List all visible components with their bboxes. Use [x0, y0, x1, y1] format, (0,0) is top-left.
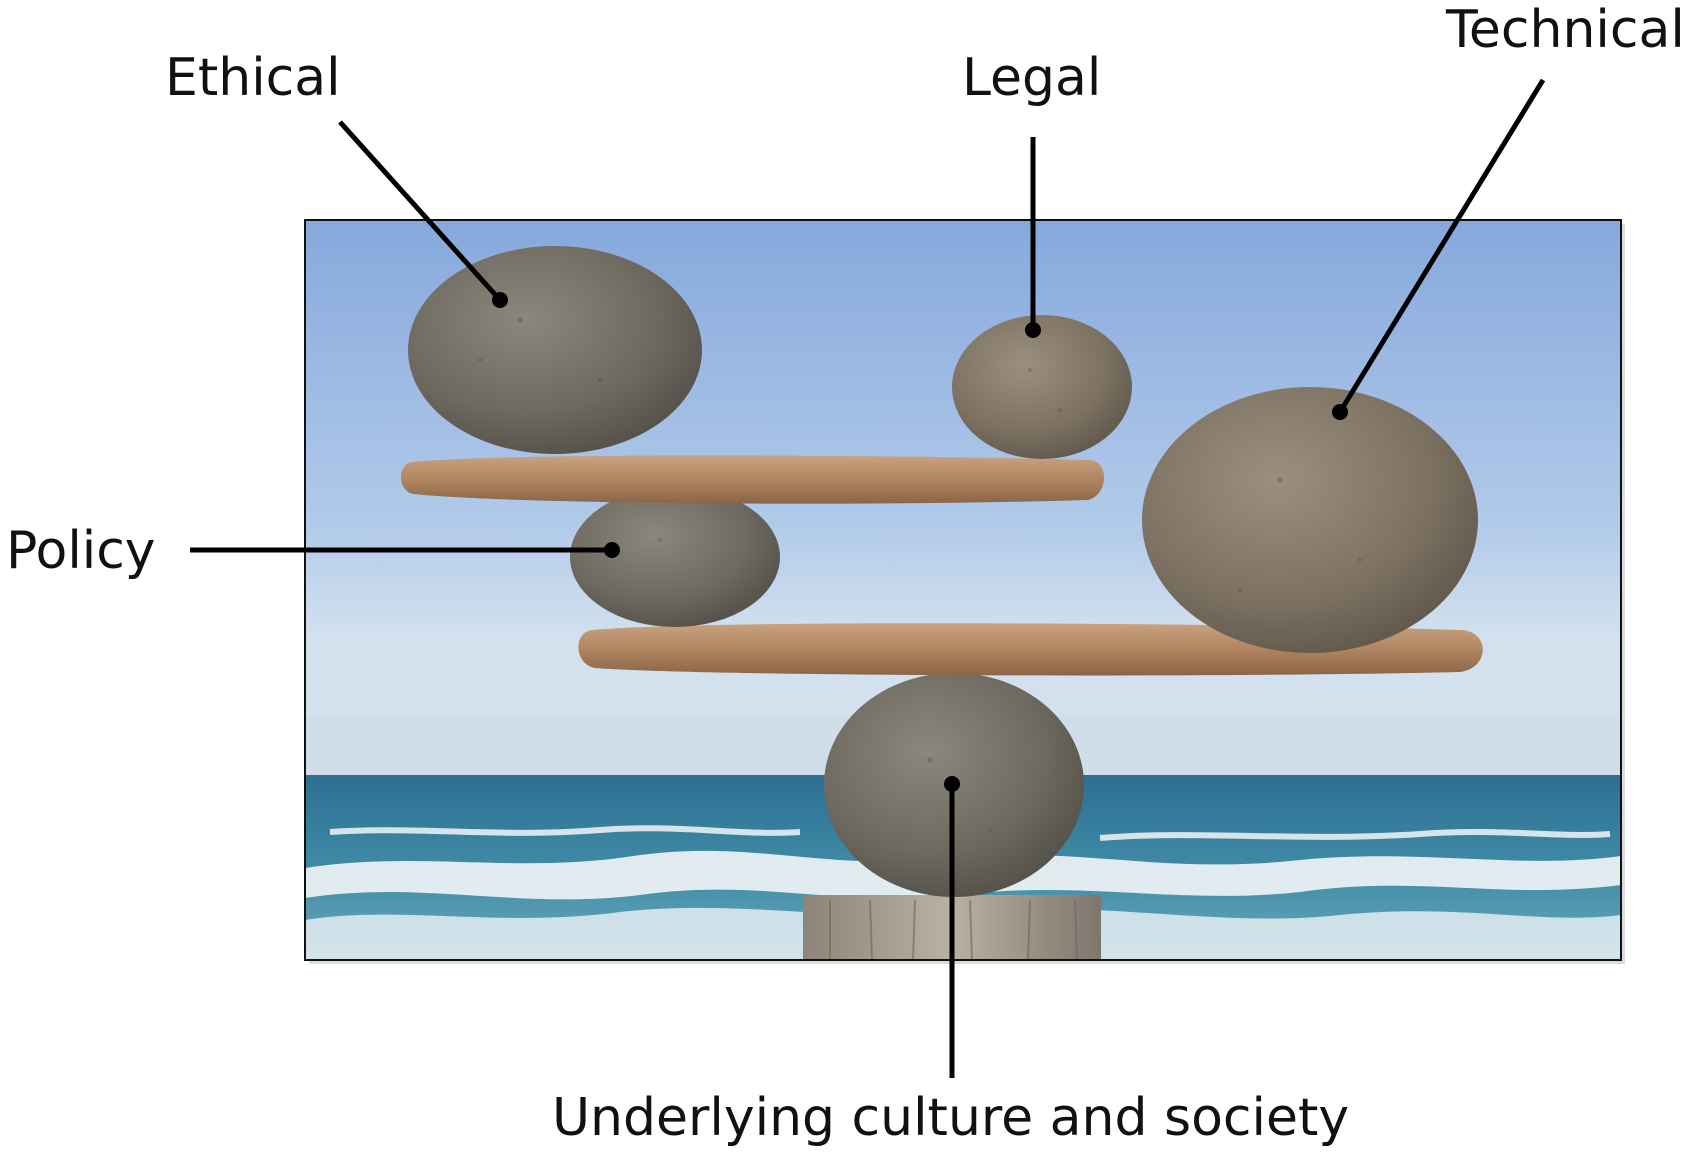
balance-photo	[304, 219, 1625, 964]
ethical-stone	[408, 246, 702, 454]
technical-leader-dot	[1332, 404, 1348, 420]
leader-lines	[190, 78, 1546, 1078]
photo-frame	[304, 219, 1622, 961]
technical-label: Technical	[1446, 0, 1685, 60]
ethical-label: Ethical	[165, 48, 341, 108]
legal-stone	[952, 315, 1132, 459]
upper-driftwood	[400, 455, 1105, 504]
policy-label: Policy	[6, 521, 156, 581]
ethical-leader-dot	[492, 292, 508, 308]
policy-stone	[570, 487, 780, 627]
ethical-leader-line	[338, 120, 502, 302]
legal-label: Legal	[962, 48, 1102, 108]
legal-leader-dot	[1025, 322, 1041, 338]
policy-leader-dot	[604, 542, 620, 558]
culture-leader-dot	[944, 776, 960, 792]
technical-leader-line	[1337, 78, 1546, 414]
culture-label: Underlying culture and society	[552, 1088, 1350, 1148]
technical-stone	[1142, 387, 1478, 653]
